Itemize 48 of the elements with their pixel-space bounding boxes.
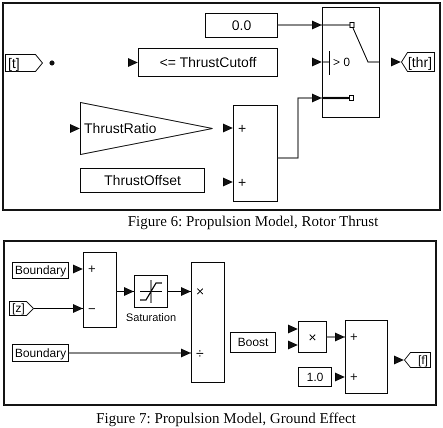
comparison-expression: <= ThrustCutoff — [160, 54, 256, 71]
constant-block — [298, 367, 332, 387]
from-tag — [9, 301, 34, 316]
figure-caption: Figure 6: Propulsion Model, Rotor Thrust — [128, 213, 378, 231]
signal-arrow — [278, 20, 322, 30]
sign-symbol: − — [88, 300, 96, 316]
signal-arrow — [168, 287, 192, 296]
constant-block — [80, 168, 205, 193]
sign-symbol: + — [238, 120, 246, 136]
operator-symbol: ÷ — [196, 344, 204, 362]
constant-value: 0.0 — [232, 17, 252, 34]
parameter-name: Boundary — [14, 346, 66, 360]
from-tag — [5, 54, 43, 72]
product-block — [298, 321, 327, 353]
goto-tag — [404, 352, 431, 368]
goto-tag — [401, 52, 435, 72]
gain-triangle — [80, 102, 213, 155]
gain-parameter: ThrustRatio — [84, 120, 156, 137]
constant-block — [205, 13, 278, 38]
constant-value: 1.0 — [306, 370, 324, 384]
threshold-expression: > 0 — [333, 54, 350, 70]
signal-arrow — [326, 332, 346, 342]
block-caption: Saturation — [126, 311, 176, 325]
sum-block — [83, 252, 117, 328]
sign-symbol: + — [350, 369, 358, 385]
signal-arrow — [278, 94, 322, 158]
product-block — [191, 262, 225, 383]
constant-block — [230, 332, 276, 353]
tag-name: [z] — [12, 301, 25, 316]
tag-name: [thr] — [408, 54, 432, 70]
sum-block — [233, 105, 278, 202]
sum-block — [345, 320, 388, 394]
operator-symbol: × — [308, 328, 317, 346]
tag-name: [t] — [8, 54, 20, 72]
parameter-name: Boost — [238, 335, 268, 350]
figure-caption: Figure 7: Propulsion Model, Ground Effect — [96, 410, 356, 428]
parameter-name: ThrustOffset — [104, 172, 181, 189]
tag-name: [f] — [418, 352, 428, 368]
compare-block — [138, 48, 278, 77]
signal-arrow — [68, 348, 192, 358]
switch-block — [322, 7, 380, 118]
operator-symbol: × — [196, 283, 204, 300]
parameter-name: Boundary — [14, 263, 66, 278]
sign-symbol: + — [238, 174, 246, 190]
sign-symbol: + — [350, 329, 358, 345]
sign-symbol: + — [88, 261, 96, 277]
signal-arrow — [34, 304, 84, 313]
signal-arrow — [116, 287, 134, 296]
